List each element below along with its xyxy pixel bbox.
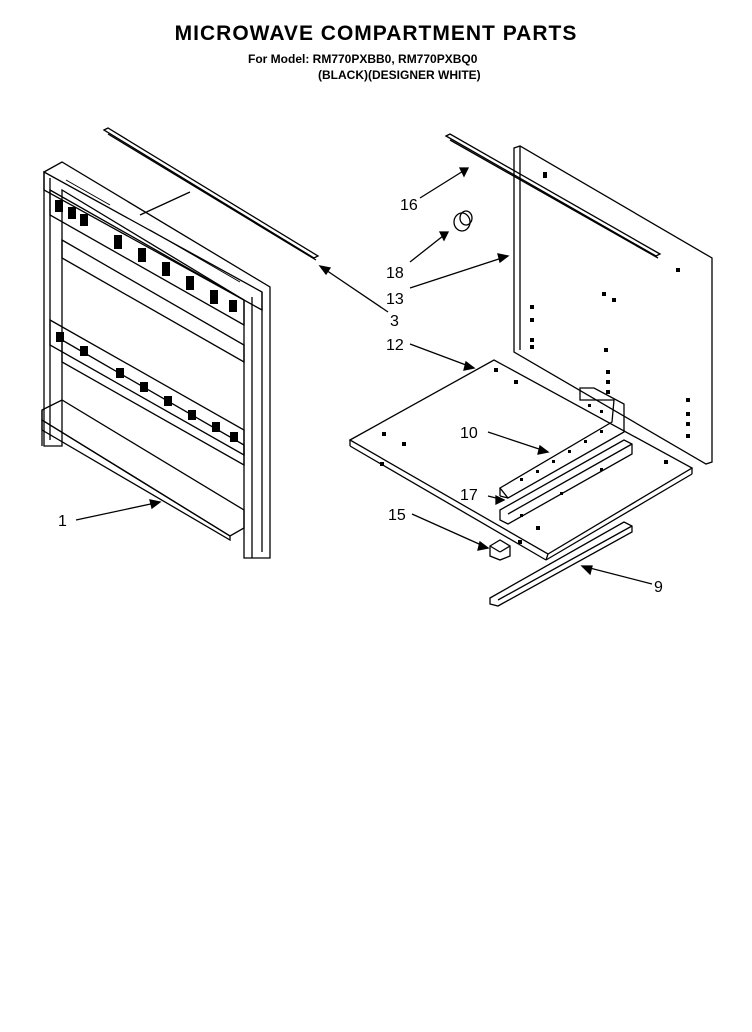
- lower-rail-part: [499, 439, 633, 525]
- side-panel-part: [513, 145, 713, 465]
- bottom-rail-part: [489, 521, 633, 607]
- rear-strip-part: [444, 133, 662, 259]
- leader-lines: [75, 167, 653, 585]
- callout-9: 9: [654, 579, 663, 596]
- page-title: MICROWAVE COMPARTMENT PARTS: [174, 22, 578, 45]
- callout-18: 18: [386, 265, 404, 282]
- callout-17: 17: [460, 487, 478, 504]
- front-frame-part: [41, 161, 271, 559]
- model-line: For Model: RM770PXBB0, RM770PXBQ0: [248, 52, 478, 66]
- callout-15: 15: [388, 507, 406, 524]
- callout-16: 16: [400, 197, 418, 214]
- callout-12: 12: [386, 337, 404, 354]
- bracket-part: [489, 539, 511, 561]
- u-rail-part: [499, 387, 625, 499]
- color-line: (BLACK)(DESIGNER WHITE): [318, 68, 481, 82]
- callout-1: 1: [58, 513, 67, 530]
- top-strip-part: [102, 127, 320, 261]
- callout-3: 3: [390, 313, 399, 330]
- bottom-plate-part: [348, 359, 694, 561]
- callout-10: 10: [460, 425, 478, 442]
- grommet-part: [453, 210, 473, 232]
- callout-13: 13: [386, 291, 404, 308]
